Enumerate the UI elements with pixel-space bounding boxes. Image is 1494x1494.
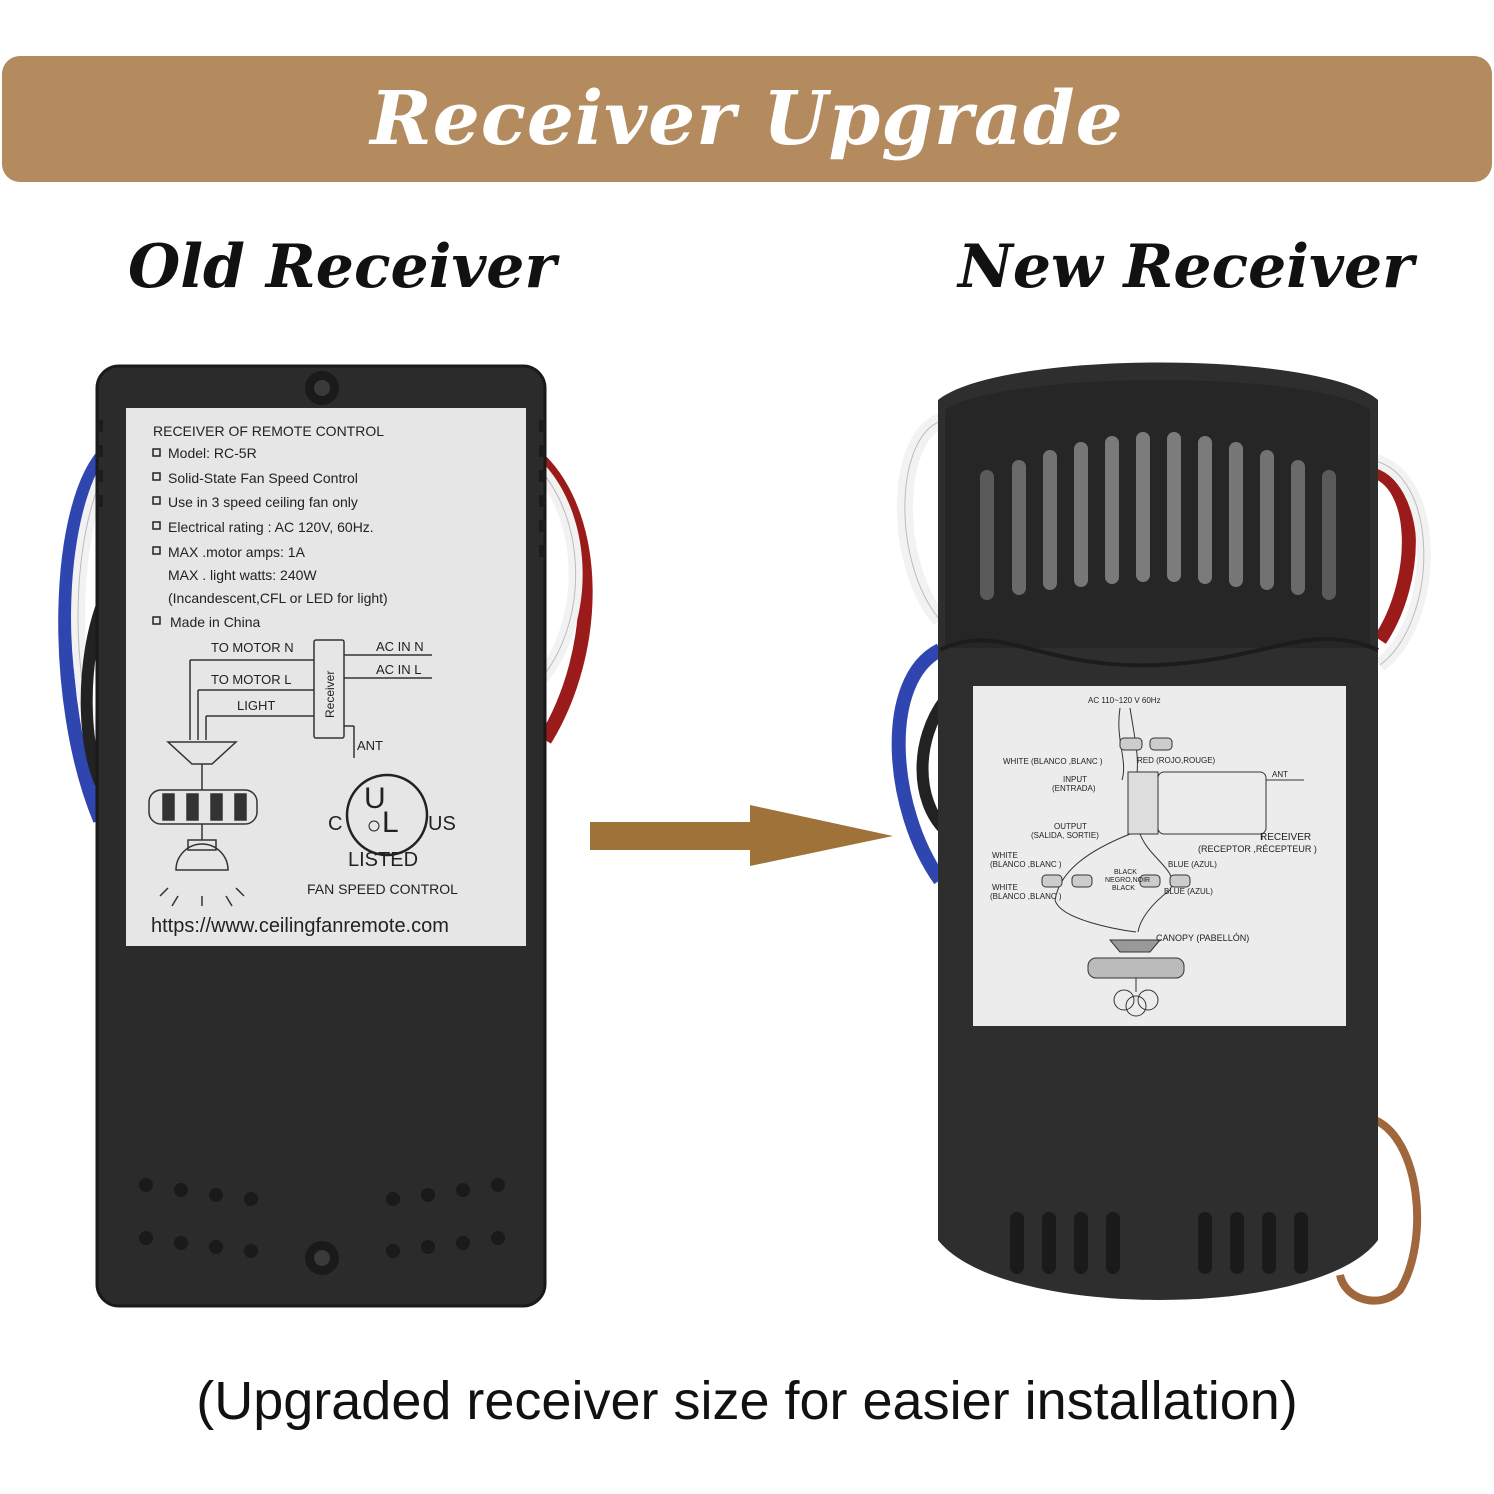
canopy-label: CANOPY (PABELLÓN) — [1156, 933, 1249, 943]
banner-title: Receiver Upgrade — [370, 76, 1124, 162]
black-wire — [916, 696, 950, 835]
white-in-label: WHITE (BLANCO ,BLANC ) — [1003, 757, 1103, 766]
label-line: Electrical rating : AC 120V, 60Hz. — [168, 519, 374, 535]
ul-us: US — [428, 813, 456, 835]
red-label: RED (ROJO,ROUGE) — [1137, 756, 1216, 765]
white2-label: WHITE — [992, 883, 1018, 892]
bottom-vents — [1010, 1212, 1308, 1274]
label-line: Model: RC-5R — [168, 445, 257, 461]
ul-listed-mark: U L — [345, 773, 429, 857]
ant-label: ANT — [357, 738, 383, 753]
black-label: BLACK — [1114, 869, 1137, 876]
svg-text:U: U — [364, 782, 386, 815]
ac-in-n: AC IN N — [376, 639, 424, 654]
receiver-label-new: RECEIVER — [1260, 832, 1311, 843]
input-label: INPUT — [1063, 775, 1087, 784]
arrow-icon — [590, 805, 893, 866]
label-line: Use in 3 speed ceiling fan only — [168, 494, 358, 510]
to-motor-l: TO MOTOR L — [211, 672, 291, 687]
white1b-label: (BLANCO ,BLANC ) — [990, 860, 1062, 869]
title-banner: Receiver Upgrade — [2, 56, 1492, 182]
caption: (Upgraded receiver size for easier insta… — [196, 1371, 1298, 1431]
ac-in-l: AC IN L — [376, 662, 422, 677]
fan-speed-label: FAN SPEED CONTROL — [307, 881, 458, 897]
new-receiver-heading: New Receiver — [958, 232, 1414, 302]
white1-label: WHITE — [992, 851, 1018, 860]
blue-wire — [891, 643, 946, 885]
salida-label: (SALIDA, SORTIE) — [1031, 831, 1099, 840]
url-label: https://www.ceilingfanremote.com — [151, 915, 449, 937]
new-receiver-device: AC 110~120 V 60Hz WHITE (BLANCO ,BLANC )… — [891, 362, 1431, 1305]
svg-text:L: L — [382, 806, 399, 839]
light-label: LIGHT — [237, 698, 275, 713]
blue2-label: BLUE (AZUL) — [1164, 887, 1213, 896]
white2b-label: (BLANCO ,BLANC ) — [990, 892, 1062, 901]
label-line: Solid-State Fan Speed Control — [168, 470, 358, 486]
label-line: MAX .motor amps: 1A — [168, 544, 306, 560]
ant-label-new: ANT — [1272, 770, 1288, 779]
negro-label: NEGRO,NOIR — [1105, 877, 1150, 884]
antenna-wire — [1336, 1116, 1422, 1305]
ac-label: AC 110~120 V 60Hz — [1088, 696, 1161, 705]
black2-label: BLACK — [1112, 885, 1135, 892]
label-line: Made in China — [170, 614, 260, 630]
to-motor-n: TO MOTOR N — [211, 640, 294, 655]
new-wiring-diagram — [1041, 707, 1304, 1017]
red-wire — [1367, 463, 1416, 644]
blue-wire — [58, 444, 114, 823]
old-receiver-device: RECEIVER OF REMOTE CONTROL Model: RC-5R … — [58, 364, 593, 1308]
entrada-label: (ENTRADA) — [1052, 784, 1096, 793]
ul-c: C — [328, 813, 342, 835]
vent-slots — [980, 432, 1336, 600]
receiver-vertical-label: Receiver — [323, 671, 337, 718]
label-header: RECEIVER OF REMOTE CONTROL — [153, 423, 384, 439]
blue1-label: BLUE (AZUL) — [1168, 860, 1217, 869]
label-line: MAX . light watts: 240W — [168, 567, 317, 583]
listed-label: LISTED — [348, 849, 418, 871]
vent-holes — [139, 1178, 505, 1258]
old-receiver-heading: Old Receiver — [128, 232, 557, 302]
label-line: (Incandescent,CFL or LED for light) — [168, 590, 388, 606]
output-label: OUTPUT — [1054, 822, 1087, 831]
receptor-label: (RECEPTOR ,RÉCEPTEUR ) — [1198, 844, 1317, 854]
old-receiver-label — [126, 408, 526, 946]
wiring-diagram — [148, 639, 432, 907]
